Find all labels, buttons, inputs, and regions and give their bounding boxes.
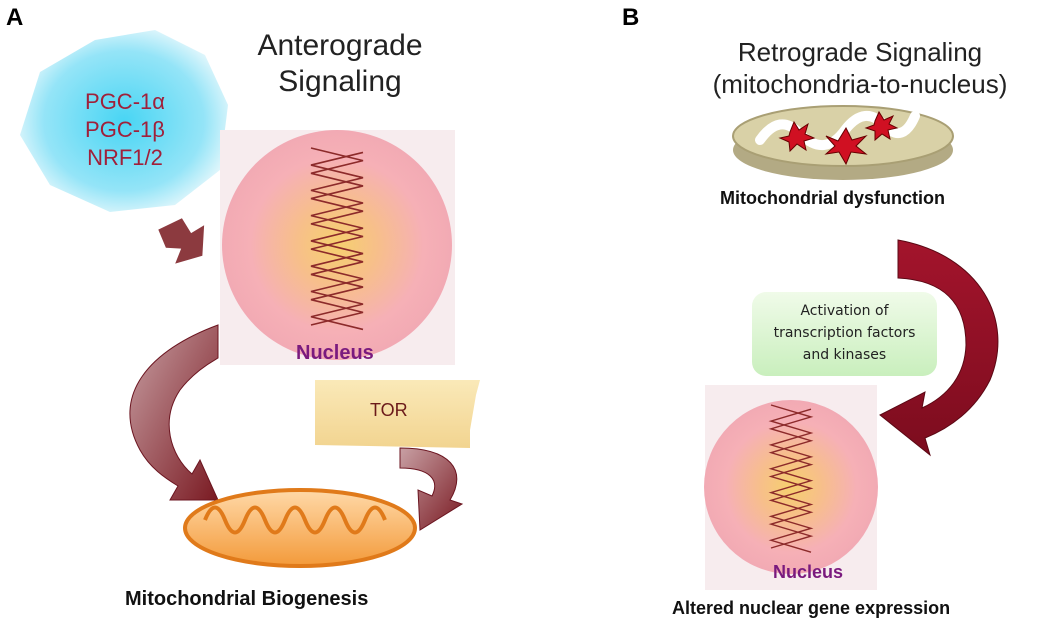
panel-a-title: Anterograde Signaling <box>190 28 490 100</box>
helix-strand <box>768 408 814 553</box>
panel-a-title-line1: Anterograde <box>257 29 423 62</box>
mito-cristae-a <box>203 505 387 535</box>
curved-arrow-nucleus-to-mito <box>129 324 219 501</box>
factor-list: PGC-1α PGC-1β NRF1/2 <box>40 88 210 172</box>
factor-item: PGC-1β <box>85 117 165 142</box>
caption-mitochondrial-biogenesis: Mitochondrial Biogenesis <box>125 588 369 610</box>
nucleus-a <box>222 130 452 360</box>
activation-line: transcription factors <box>773 325 916 341</box>
caption-mitochondrial-dysfunction: Mitochondrial dysfunction <box>720 188 945 208</box>
mitochondrion-a <box>183 488 417 568</box>
panel-b-title-line1: Retrograde Signaling <box>737 37 983 67</box>
curved-arrow-tor-to-mito <box>399 447 464 531</box>
panel-b-title: Retrograde Signaling (mitochondria-to-nu… <box>680 36 1040 100</box>
nucleus-label-b: Nucleus <box>773 562 844 582</box>
panel-label-b: B <box>622 4 640 31</box>
activation-line: Activation of <box>800 303 889 319</box>
factor-cloud <box>20 30 228 212</box>
tor-banner <box>315 380 480 448</box>
factor-item: PGC-1α <box>85 89 165 114</box>
activation-line: and kinases <box>802 347 887 363</box>
panel-b-title-line2: (mitochondria-to-nucleus) <box>712 69 1008 99</box>
damage-burst-icon <box>778 110 899 166</box>
tor-label: TOR <box>370 400 408 420</box>
activation-box <box>752 292 937 376</box>
nucleus-label-a: Nucleus <box>296 342 374 364</box>
panel-a-title-line2: Signaling <box>278 65 402 98</box>
caption-altered-gene-expression: Altered nuclear gene expression <box>672 598 951 618</box>
dna-helix-a <box>310 147 364 331</box>
helix-strand <box>310 151 364 331</box>
curved-arrow-dysfunction-to-nucleus <box>879 239 999 457</box>
factor-item: NRF1/2 <box>87 145 163 170</box>
activation-text: Activation of transcription factors and … <box>752 300 937 366</box>
dna-helix-b <box>768 404 814 553</box>
factor-arrow <box>158 218 205 264</box>
panel-label-a: A <box>6 4 24 31</box>
helix-strand <box>768 404 814 549</box>
